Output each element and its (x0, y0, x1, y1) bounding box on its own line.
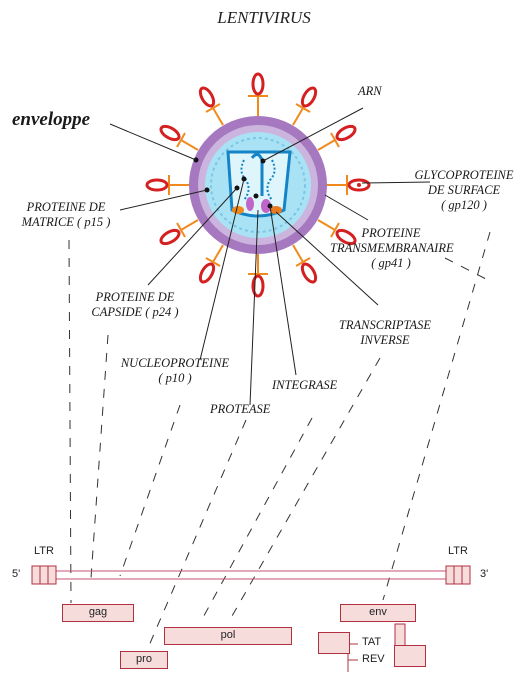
ltr-left-label: LTR (34, 545, 54, 557)
nucleoprotein-molecule (246, 197, 254, 211)
gene-tat-exon2 (394, 645, 426, 667)
label-protease: PROTEASE (210, 402, 270, 417)
label-arn: ARN (358, 84, 382, 99)
label-enveloppe: enveloppe (12, 112, 90, 127)
protease-molecule (232, 206, 244, 214)
ltr-right-box (446, 566, 470, 584)
gene-pol: pol (164, 627, 292, 645)
three-prime-label: 3' (480, 568, 488, 580)
ltr-right-label: LTR (448, 545, 468, 557)
label-transmembrane: PROTEINE TRANSMEMBRANAIRE ( gp41 ) (330, 226, 452, 271)
five-prime-label: 5' (12, 568, 20, 580)
gene-tat-exon1 (318, 632, 350, 654)
gene-pro: pro (120, 651, 168, 669)
label-matrix: PROTEINE DE MATRICE ( p15 ) (6, 200, 126, 230)
label-integrase: INTEGRASE (272, 378, 337, 393)
label-glycoprotein: GLYCOPROTEINE DE SURFACE ( gp120 ) (400, 168, 528, 213)
label-nucleoprotein: NUCLEOPROTEINE ( p10 ) (110, 356, 240, 386)
label-reverse-transcriptase: TRANSCRIPTASE INVERSE (322, 318, 448, 348)
gene-rev-label: REV (362, 653, 385, 665)
ltr-left-box (32, 566, 56, 584)
gene-tat-label: TAT (362, 636, 381, 648)
gene-gag: gag (62, 604, 134, 622)
label-capsid: PROTEINE DE CAPSIDE ( p24 ) (70, 290, 200, 320)
spike-dots (357, 183, 361, 187)
gene-env: env (340, 604, 416, 622)
